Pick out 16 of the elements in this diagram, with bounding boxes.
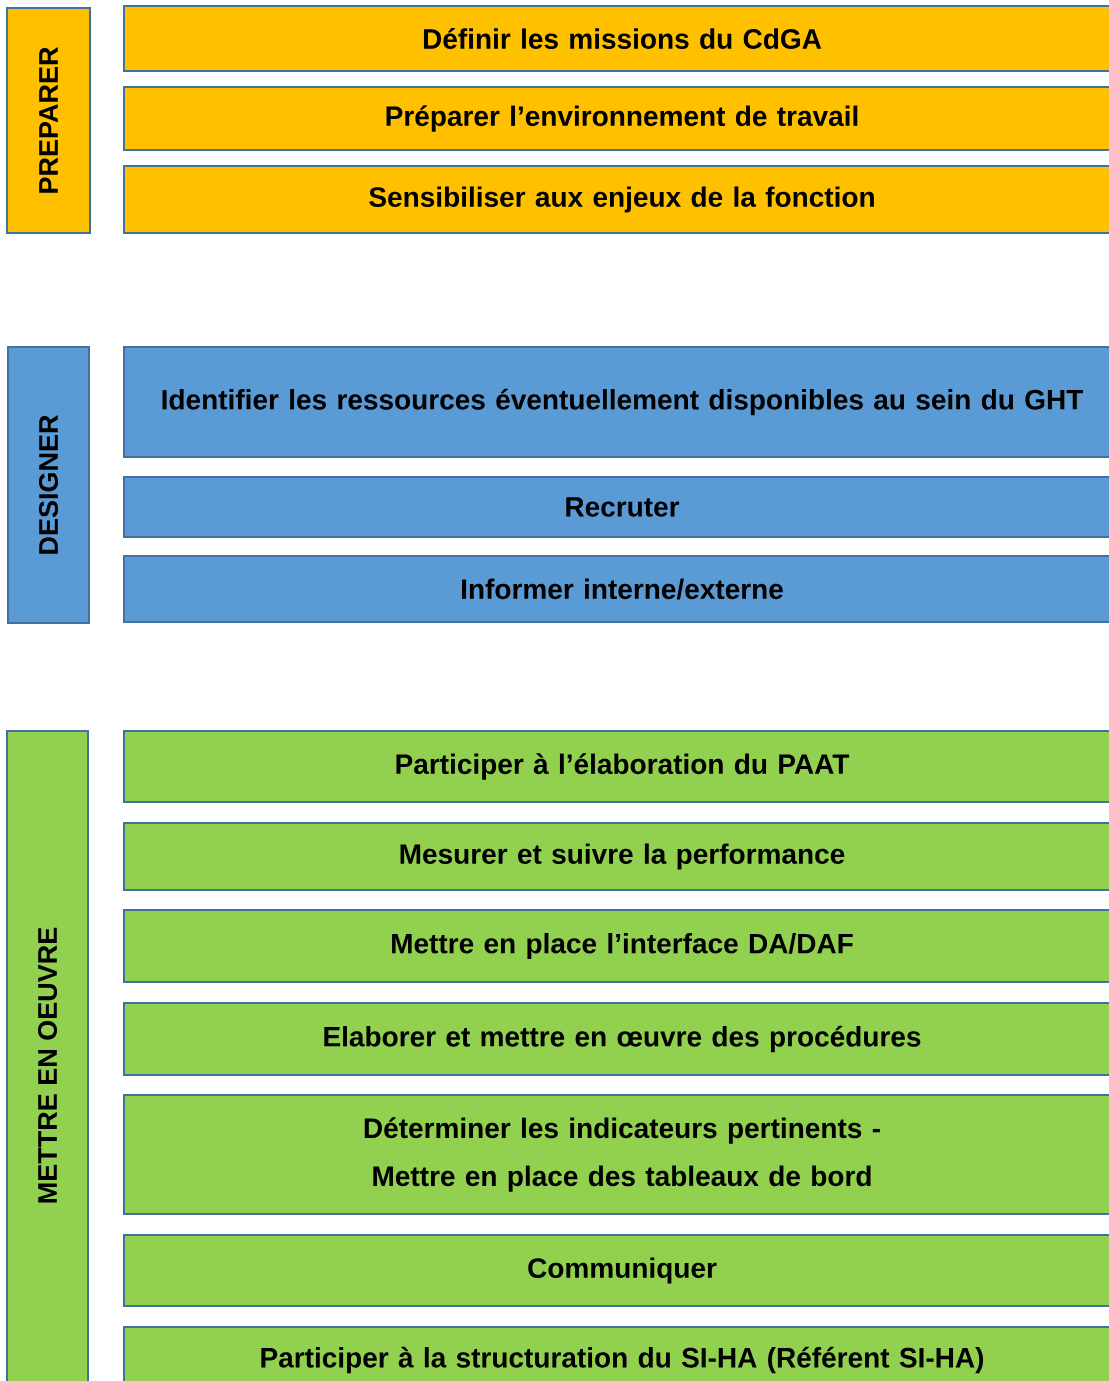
task-box: Participer à l’élaboration du PAAT bbox=[123, 730, 1109, 803]
task-box: Définir les missions du CdGA bbox=[123, 5, 1109, 72]
task-box: Recruter bbox=[123, 476, 1109, 538]
task-box: Identifier les ressources éventuellement disponibles au sein du GHT bbox=[123, 346, 1109, 458]
phase-box: METTRE EN OEUVRE bbox=[6, 730, 89, 1381]
task-box: Déterminer les indicateurs pertinents - Mettre en place des tableaux de bord bbox=[123, 1094, 1109, 1215]
task-box: Mettre en place l’interface DA/DAF bbox=[123, 909, 1109, 983]
phase-box: DESIGNER bbox=[7, 346, 90, 624]
phase-box: PREPARER bbox=[6, 7, 91, 234]
task-box: Informer interne/externe bbox=[123, 555, 1109, 623]
task-box: Elaborer et mettre en œuvre des procédures bbox=[123, 1002, 1109, 1076]
task-box: Communiquer bbox=[123, 1234, 1109, 1307]
task-box: Sensibiliser aux enjeux de la fonction bbox=[123, 165, 1109, 234]
task-box: Mesurer et suivre la performance bbox=[123, 822, 1109, 891]
task-box: Participer à la structuration du SI-HA (Référent SI-HA) bbox=[123, 1326, 1109, 1381]
task-box: Préparer l’environnement de travail bbox=[123, 86, 1109, 151]
